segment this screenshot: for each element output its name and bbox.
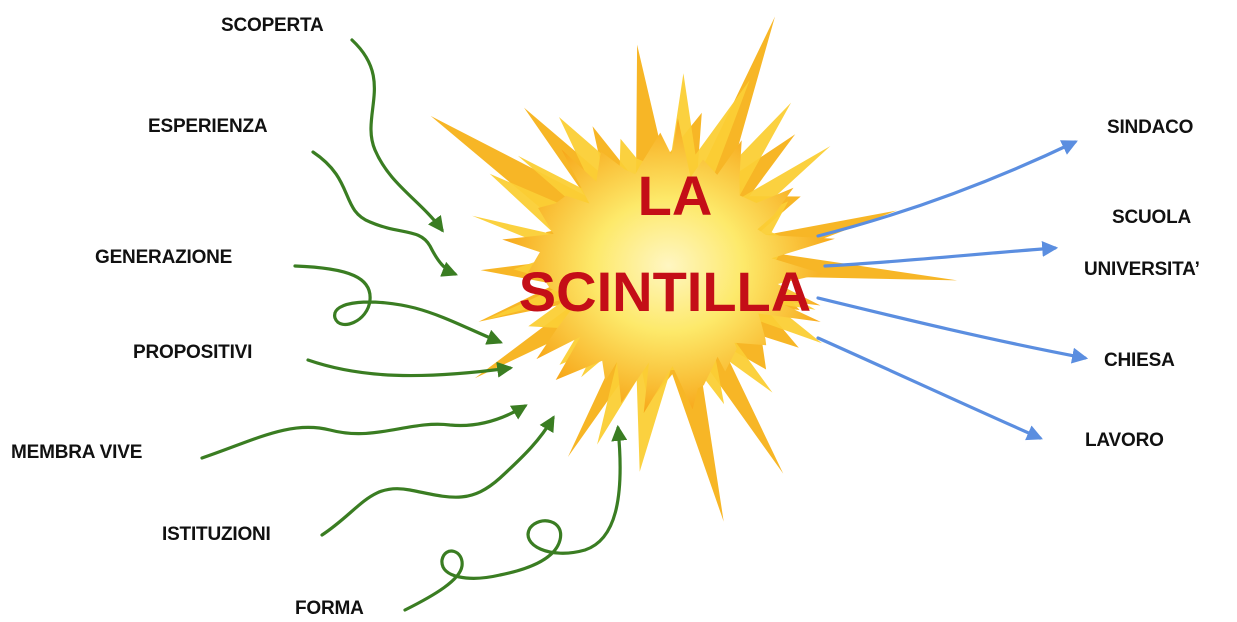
- arrow-membra-vive: [202, 406, 525, 458]
- center-title-line2: SCINTILLA: [505, 262, 825, 322]
- output-label-scuola: SCUOLA: [1112, 207, 1191, 229]
- input-label-forma: FORMA: [295, 598, 364, 620]
- arrow-propositivi: [308, 360, 510, 376]
- input-label-propositivi: PROPOSITIVI: [133, 342, 252, 364]
- center-title-line1: LA: [620, 166, 730, 226]
- arrow-chiesa: [818, 298, 1085, 358]
- output-label-lavoro: LAVORO: [1085, 430, 1164, 452]
- arrow-generazione: [295, 266, 500, 342]
- output-label-chiesa: CHIESA: [1104, 350, 1175, 372]
- input-label-istituzioni: ISTITUZIONI: [162, 524, 271, 546]
- arrow-scoperta: [352, 40, 442, 230]
- arrow-forma: [405, 428, 620, 610]
- arrow-esperienza: [313, 152, 455, 274]
- output-label-sindaco: SINDACO: [1107, 117, 1193, 139]
- input-label-esperienza: ESPERIENZA: [148, 116, 267, 138]
- input-label-scoperta: SCOPERTA: [221, 15, 324, 37]
- arrow-lavoro: [818, 338, 1040, 438]
- input-label-generazione: GENERAZIONE: [95, 247, 232, 269]
- arrow-istituzioni: [322, 418, 553, 535]
- input-label-membra-vive: MEMBRA VIVE: [11, 442, 142, 464]
- output-arrows: [818, 142, 1085, 438]
- arrow-scuola-universita: [825, 248, 1055, 266]
- output-label-universita: UNIVERSITA’: [1084, 259, 1200, 281]
